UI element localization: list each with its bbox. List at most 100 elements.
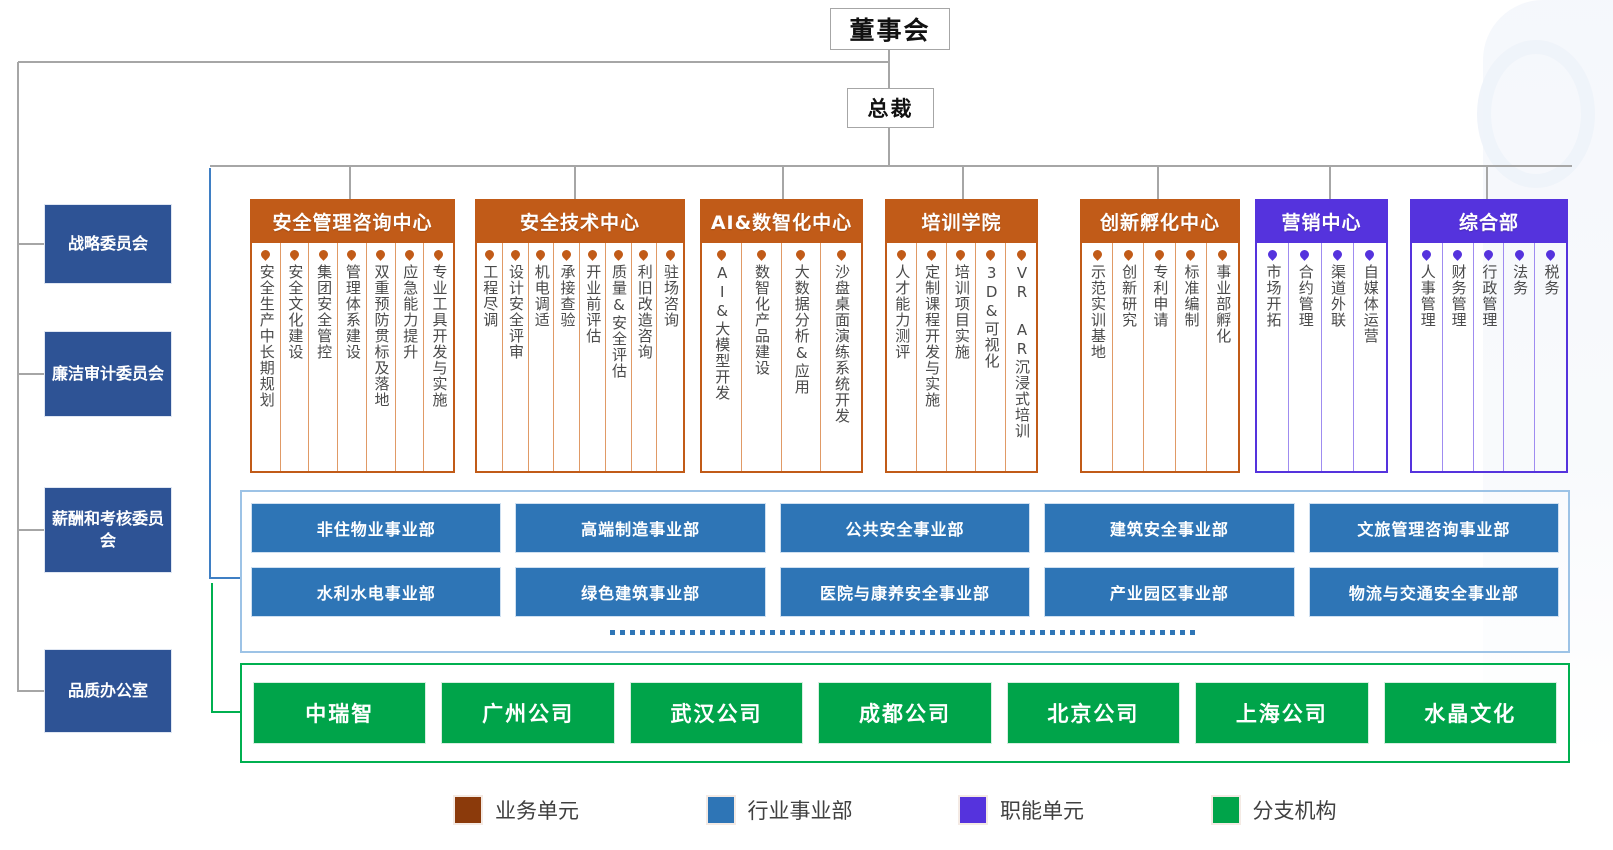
unit-item[interactable]: 财务管理 <box>1443 243 1474 471</box>
unit-item[interactable]: 双重预防贯标及落地 <box>367 243 396 471</box>
unit-item[interactable]: 定制课程开发与实施 <box>917 243 947 471</box>
branch-box[interactable]: 北京公司 <box>1007 683 1180 743</box>
board-of-directors-box[interactable]: 董事会 <box>830 8 950 50</box>
unit-item[interactable]: 3D&可视化 <box>976 243 1007 471</box>
division-box[interactable]: 非住物业事业部 <box>252 504 501 552</box>
division-box[interactable]: 建筑安全事业部 <box>1045 504 1294 552</box>
unit-item[interactable]: 示范实训基地 <box>1082 243 1114 471</box>
unit-item[interactable]: 安全生产中长期规划 <box>252 243 281 471</box>
branch-box[interactable]: 广州公司 <box>442 683 614 743</box>
unit-item[interactable]: 数智化产品建设 <box>742 243 782 471</box>
division-box[interactable]: 文旅管理咨询事业部 <box>1309 504 1559 552</box>
dot <box>940 629 945 635</box>
unit-item[interactable]: 利旧改造咨询 <box>632 243 658 471</box>
branch-box[interactable]: 水晶文化 <box>1384 683 1556 743</box>
unit-item[interactable]: 法务 <box>1504 243 1536 471</box>
dot <box>1120 629 1125 635</box>
unit-item[interactable]: 自媒体运营 <box>1354 243 1386 471</box>
committee-quality-office[interactable]: 品质办公室 <box>45 650 171 732</box>
unit-2: 安全技术中心工程尽调设计安全评审机电调适承接查验开业前评估质量&安全评估利旧改造… <box>475 199 685 473</box>
dot <box>830 629 835 635</box>
bullet-icon <box>834 248 848 261</box>
unit-item[interactable]: 承接查验 <box>554 243 580 471</box>
dot <box>620 629 625 635</box>
division-box[interactable]: 水利水电事业部 <box>252 568 501 616</box>
dot <box>1150 629 1155 635</box>
unit-item[interactable]: 人事管理 <box>1412 243 1443 471</box>
division-box[interactable]: 物流与交通安全事业部 <box>1309 568 1559 616</box>
unit-item[interactable]: AI&大模型开发 <box>702 243 742 471</box>
unit-item-label: VR AR沉浸式培训 <box>1012 264 1031 439</box>
unit-item[interactable]: 创新研究 <box>1113 243 1145 471</box>
unit-item[interactable]: 专业工具开发与实施 <box>424 243 453 471</box>
bullet-icon <box>432 248 445 261</box>
dot <box>690 629 695 635</box>
unit-item[interactable]: 专利申请 <box>1144 243 1176 471</box>
unit-title[interactable]: 培训学院 <box>885 199 1038 243</box>
branch-offices-container: 中瑞智广州公司武汉公司成都公司北京公司上海公司水晶文化 <box>240 663 1570 763</box>
division-box[interactable]: 绿色建筑事业部 <box>516 568 765 616</box>
dot <box>1190 629 1195 635</box>
dot <box>1030 629 1035 635</box>
branch-box[interactable]: 成都公司 <box>819 683 991 743</box>
committee-integrity-audit[interactable]: 廉洁审计委员会 <box>45 332 171 416</box>
unit-item[interactable]: 事业部孵化 <box>1207 243 1238 471</box>
division-box[interactable]: 医院与康养安全事业部 <box>780 568 1030 616</box>
unit-title[interactable]: 安全技术中心 <box>475 199 685 243</box>
dot <box>970 629 975 635</box>
unit-item-label: 驻场咨询 <box>662 264 680 328</box>
unit-title[interactable]: 安全管理咨询中心 <box>250 199 455 243</box>
branch-box[interactable]: 中瑞智 <box>254 683 426 743</box>
bullet-icon <box>1544 248 1557 261</box>
unit-item[interactable]: 培训项目实施 <box>947 243 977 471</box>
unit-item[interactable]: 开业前评估 <box>580 243 606 471</box>
unit-title[interactable]: 创新孵化中心 <box>1080 199 1240 243</box>
legend-label: 职能单元 <box>1000 799 1084 823</box>
unit-item[interactable]: 渠道外联 <box>1322 243 1354 471</box>
bullet-icon <box>984 248 998 261</box>
unit-item[interactable]: 驻场咨询 <box>657 243 683 471</box>
branch-box[interactable]: 上海公司 <box>1196 683 1368 743</box>
unit-items: 人事管理财务管理行政管理法务税务 <box>1410 243 1568 473</box>
committee-strategy[interactable]: 战略委员会 <box>45 205 171 283</box>
unit-items: 工程尽调设计安全评审机电调适承接查验开业前评估质量&安全评估利旧改造咨询驻场咨询 <box>475 243 685 473</box>
branch-box[interactable]: 武汉公司 <box>630 683 803 743</box>
bullet-icon <box>1451 248 1465 261</box>
division-box[interactable]: 高端制造事业部 <box>516 504 765 552</box>
unit-item[interactable]: 机电调适 <box>529 243 555 471</box>
unit-item[interactable]: 标准编制 <box>1176 243 1207 471</box>
unit-title[interactable]: 综合部 <box>1410 199 1568 243</box>
bullet-icon <box>1090 248 1104 261</box>
unit-item[interactable]: 市场开拓 <box>1257 243 1290 471</box>
unit-item[interactable]: 应急能力提升 <box>396 243 425 471</box>
bullet-icon <box>611 248 625 261</box>
unit-item[interactable]: 沙盘桌面演练系统开发 <box>821 243 861 471</box>
dot <box>920 629 925 635</box>
bullet-icon <box>1363 248 1377 261</box>
unit-item[interactable]: 集团安全管控 <box>309 243 339 471</box>
unit-item-label: 安全生产中长期规划 <box>257 264 276 408</box>
unit-title[interactable]: AI&数智化中心 <box>700 199 863 243</box>
unit-item[interactable]: 设计安全评审 <box>503 243 529 471</box>
unit-item[interactable]: VR AR沉浸式培训 <box>1006 243 1036 471</box>
dot <box>870 629 875 635</box>
unit-item[interactable]: 税务 <box>1535 243 1566 471</box>
unit-item[interactable]: 安全文化建设 <box>281 243 310 471</box>
unit-item[interactable]: 工程尽调 <box>477 243 503 471</box>
unit-title[interactable]: 营销中心 <box>1255 199 1388 243</box>
unit-item[interactable]: 行政管理 <box>1474 243 1505 471</box>
unit-item[interactable]: 质量&安全评估 <box>606 243 632 471</box>
unit-item[interactable]: 管理体系建设 <box>338 243 367 471</box>
committee-compensation-assessment[interactable]: 薪酬和考核委员会 <box>45 488 171 572</box>
legend-swatch-icon <box>707 797 734 823</box>
unit-item[interactable]: 人才能力测评 <box>887 243 917 471</box>
unit-item-label: 管理体系建设 <box>343 264 362 360</box>
division-box[interactable]: 公共安全事业部 <box>780 504 1030 552</box>
division-box[interactable]: 产业园区事业部 <box>1045 568 1294 616</box>
dot <box>630 629 635 635</box>
legend-label: 行业事业部 <box>747 799 853 823</box>
bullet-icon <box>374 248 388 261</box>
unit-item[interactable]: 大数据分析&应用 <box>782 243 822 471</box>
unit-item[interactable]: 合约管理 <box>1289 243 1322 471</box>
president-box[interactable]: 总裁 <box>847 88 934 128</box>
